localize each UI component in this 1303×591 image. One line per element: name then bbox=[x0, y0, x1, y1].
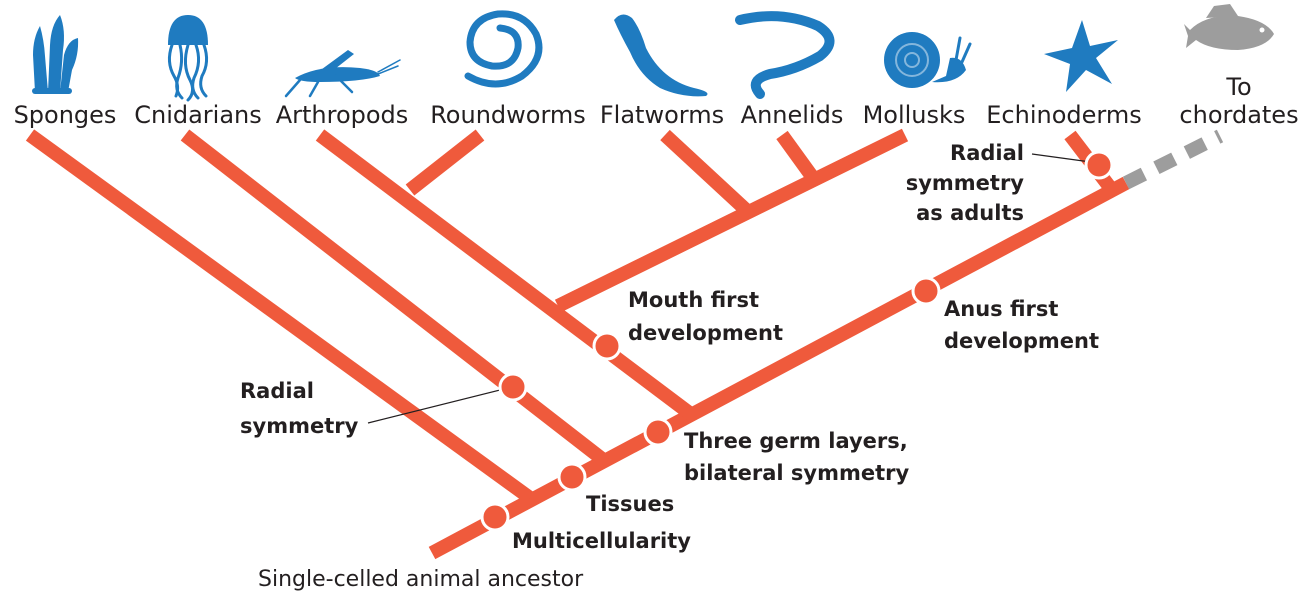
node-radial-symmetry bbox=[500, 374, 526, 400]
snail-icon bbox=[884, 32, 970, 88]
branch-lophotrochozoa bbox=[558, 135, 905, 306]
trait-label-anus-first-2: development bbox=[944, 329, 1099, 353]
trait-label-tissues: Tissues bbox=[586, 492, 674, 516]
grasshopper-icon bbox=[286, 50, 400, 96]
trait-label-radial-adults-2: symmetry bbox=[906, 171, 1025, 195]
branch-arthropods-roundworms-join bbox=[410, 135, 480, 190]
branch-annelids bbox=[782, 135, 816, 182]
trait-label-radial-symmetry-2: symmetry bbox=[240, 414, 359, 438]
trait-label-radial-adults-3: as adults bbox=[916, 201, 1024, 225]
node-three-germ-layers bbox=[645, 419, 671, 445]
jellyfish-icon bbox=[168, 15, 208, 100]
taxon-label-to: To bbox=[1225, 73, 1251, 101]
taxon-label-annelids: Annelids bbox=[741, 101, 844, 129]
trait-label-anus-first-1: Anus first bbox=[944, 297, 1058, 321]
taxon-label-arthropods: Arthropods bbox=[276, 101, 409, 129]
branch-trunk bbox=[432, 183, 1126, 553]
fish-icon bbox=[1184, 4, 1274, 50]
roundworm-icon bbox=[468, 14, 539, 84]
trait-label-mouth-first-2: development bbox=[628, 321, 783, 345]
sponge-icon bbox=[32, 15, 78, 94]
flatworm-icon bbox=[614, 14, 708, 96]
trait-label-three-germ-1: Three germ layers, bbox=[684, 429, 908, 453]
annelid-icon bbox=[740, 16, 830, 94]
trait-label-three-germ-2: bilateral symmetry bbox=[684, 461, 910, 485]
trait-label-radial-adults-1: Radial bbox=[950, 141, 1024, 165]
taxon-label-chordates: chordates bbox=[1179, 101, 1298, 129]
taxon-label-sponges: Sponges bbox=[14, 101, 117, 129]
branch-sponges bbox=[30, 135, 530, 498]
trait-label-multicellularity: Multicellularity bbox=[512, 529, 691, 553]
taxon-label-flatworms: Flatworms bbox=[600, 101, 724, 129]
node-multicellularity bbox=[482, 504, 508, 530]
taxon-label-roundworms: Roundworms bbox=[430, 101, 586, 129]
node-tissues bbox=[559, 464, 585, 490]
taxon-label-echinoderms: Echinoderms bbox=[986, 101, 1141, 129]
trait-label-radial-symmetry-1: Radial bbox=[240, 379, 314, 403]
chordate-branch-dashed bbox=[1126, 136, 1220, 183]
taxon-label-mollusks: Mollusks bbox=[863, 101, 966, 129]
node-anus-first bbox=[913, 278, 939, 304]
node-radial-adults bbox=[1086, 152, 1112, 178]
sea-star-icon bbox=[1044, 20, 1118, 92]
root-label: Single-celled animal ancestor bbox=[258, 567, 584, 591]
taxon-label-cnidarians: Cnidarians bbox=[134, 101, 262, 129]
branch-flatworms bbox=[665, 135, 745, 209]
node-mouth-first bbox=[594, 333, 620, 359]
trait-label-mouth-first-1: Mouth first bbox=[628, 288, 759, 312]
